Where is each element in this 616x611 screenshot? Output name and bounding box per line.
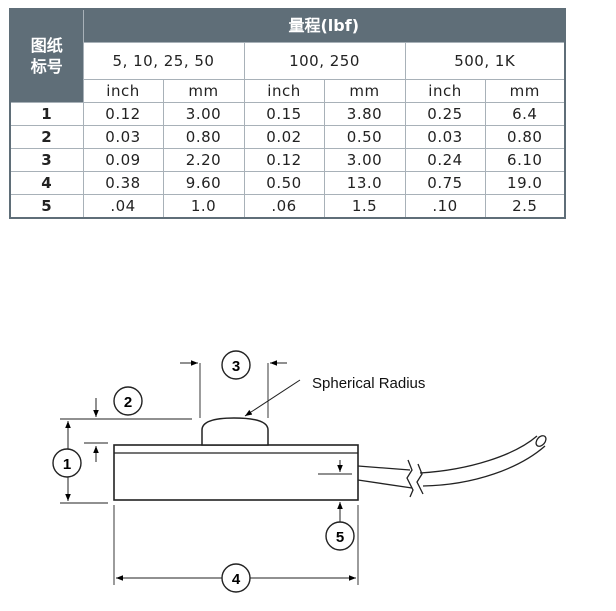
table-cell: 0.12 xyxy=(243,148,325,172)
table-cell: 0.50 xyxy=(323,125,406,149)
row-id: 3 xyxy=(9,148,84,172)
table-cell: 9.60 xyxy=(162,171,245,195)
callout-2: 2 xyxy=(113,386,143,416)
unit-header: mm xyxy=(323,79,406,103)
spherical-button xyxy=(201,417,269,446)
table-cell: 13.0 xyxy=(323,171,406,195)
drawing-no-header-line2: 标号 xyxy=(30,57,63,76)
table-row: 2 0.03 0.80 0.02 0.50 0.03 0.80 xyxy=(9,125,566,149)
table-cell: .10 xyxy=(404,194,486,219)
callout-5-label: 5 xyxy=(336,529,344,546)
table-cell: 0.75 xyxy=(404,171,486,195)
table-cell: 6.10 xyxy=(484,148,566,172)
range-group-2: 100, 250 xyxy=(243,42,406,80)
table-cell: 0.38 xyxy=(82,171,164,195)
unit-header: mm xyxy=(484,79,566,103)
sensor-body xyxy=(113,444,359,501)
unit-header: inch xyxy=(82,79,164,103)
table-cell: 2.5 xyxy=(484,194,566,219)
callout-2-label: 2 xyxy=(124,394,132,411)
row-id: 2 xyxy=(9,125,84,149)
table-cell: .04 xyxy=(82,194,164,219)
table-cell: 0.80 xyxy=(484,125,566,149)
drawing-no-header-line1: 图纸 xyxy=(30,36,63,55)
extension-lines xyxy=(60,363,359,585)
unit-header: inch xyxy=(404,79,486,103)
table-row: 1 0.12 3.00 0.15 3.80 0.25 6.4 xyxy=(9,102,566,126)
table-cell: 6.4 xyxy=(484,102,566,126)
table-cell: 19.0 xyxy=(484,171,566,195)
callout-3-label: 3 xyxy=(232,358,240,375)
range-group-3: 500, 1K xyxy=(404,42,566,80)
table-row: 5 .04 1.0 .06 1.5 .10 2.5 xyxy=(9,194,566,219)
table-cell: 2.20 xyxy=(162,148,245,172)
callout-4: 4 xyxy=(221,563,251,593)
table-cell: .06 xyxy=(243,194,325,219)
range-header: 量程(lbf) xyxy=(82,8,566,43)
table-cell: 0.80 xyxy=(162,125,245,149)
spherical-radius-label: Spherical Radius xyxy=(312,375,425,392)
table-cell: 0.50 xyxy=(243,171,325,195)
callout-5: 5 xyxy=(325,521,355,551)
table-cell: 0.02 xyxy=(243,125,325,149)
callout-1-label: 1 xyxy=(63,456,71,473)
table-row: 4 0.38 9.60 0.50 13.0 0.75 19.0 xyxy=(9,171,566,195)
table-row: 3 0.09 2.20 0.12 3.00 0.24 6.10 xyxy=(9,148,566,172)
table-cell: 0.15 xyxy=(243,102,325,126)
callout-1: 1 xyxy=(52,448,82,478)
row-id: 5 xyxy=(9,194,84,219)
unit-header: inch xyxy=(243,79,325,103)
cable xyxy=(357,435,547,498)
callout-3: 3 xyxy=(221,350,251,380)
table-cell: 3.80 xyxy=(323,102,406,126)
table-cell: 1.0 xyxy=(162,194,245,219)
callout-4-label: 4 xyxy=(232,571,241,588)
table-cell: 0.12 xyxy=(82,102,164,126)
row-id: 1 xyxy=(9,102,84,126)
table-cell: 3.00 xyxy=(323,148,406,172)
dimension-table: 图纸 标号 量程(lbf) 5, 10, 25, 50 100, 250 500… xyxy=(9,8,566,219)
